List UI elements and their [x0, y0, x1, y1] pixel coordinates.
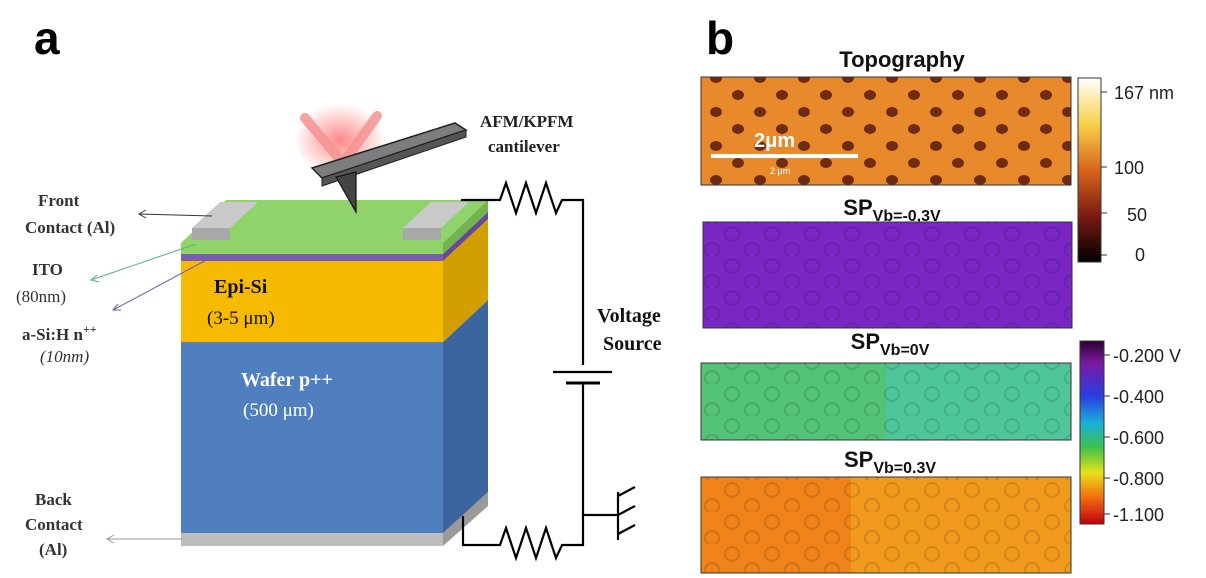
topography-colorbar [1077, 77, 1102, 263]
topo-tick-0: 0 [1135, 245, 1145, 265]
wafer-layer [181, 342, 443, 533]
epi-si-thickness: (3-5 μm) [207, 308, 275, 329]
back-contact-label-3: (Al) [39, 540, 67, 559]
bottom-wire [461, 513, 618, 562]
wafer-side [443, 300, 488, 533]
a-si-layer [181, 254, 443, 261]
a-si-thickness-label: (10nm) [40, 347, 89, 366]
ito-side [443, 200, 488, 254]
top-wire [461, 179, 585, 365]
a-si-arrow [112, 256, 213, 311]
scale-bar-label: 2μm [754, 130, 795, 152]
sp-tick-0: -0.200 V [1113, 346, 1181, 366]
laser-beam-left [300, 113, 348, 168]
ito-thickness-label: (80nm) [16, 287, 66, 306]
topo-tick-50: 50 [1127, 205, 1147, 225]
panel-a-label: a [34, 12, 60, 64]
back-contact-label-2: Contact [25, 515, 83, 534]
wafer-label: Wafer p++ [241, 369, 333, 391]
ito-label: ITO [32, 260, 63, 279]
ito-front-layer [181, 243, 443, 254]
scale-bar-small-label: 2 μm [770, 166, 790, 176]
sp-tick-4: -1.100 [1113, 505, 1164, 525]
sp-title-pos: SPVb=0.3V [844, 447, 936, 477]
front-contact-label-2: Contact (Al) [25, 218, 115, 237]
epi-si-layer [181, 261, 443, 342]
back-contact-layer [181, 533, 443, 546]
solar-cell-device [181, 200, 488, 546]
sp-title-zero: SPVb=0V [851, 329, 930, 359]
front-contact-arrowhead [137, 209, 147, 219]
cantilever-label-1: AFM/KPFM [480, 112, 573, 131]
front-contact-label-1: Front [38, 191, 80, 210]
sp-colorbar-ticks [1104, 354, 1110, 515]
epi-si-side [443, 219, 488, 342]
epi-si-label: Epi-Si [214, 276, 268, 298]
afm-cantilever [310, 122, 468, 215]
voltage-source-label-2: Source [603, 333, 662, 355]
back-contact-label-1: Back [35, 490, 72, 509]
ito-arrowhead [89, 274, 100, 283]
topography-title: Topography [839, 47, 965, 72]
a-si-side [443, 212, 488, 261]
sp-colorbar [1079, 340, 1105, 525]
wafer-thickness: (500 μm) [243, 400, 314, 421]
topo-tick-167: 167 nm [1114, 83, 1174, 103]
panel-b-label: b [706, 12, 734, 64]
sp-map-positive-bias [700, 476, 1072, 574]
voltage-source-label-1: Voltage [597, 305, 661, 327]
front-contact-right-front [403, 228, 441, 240]
sp-map-zero-bias [700, 362, 1072, 441]
topo-tick-100: 100 [1114, 158, 1144, 178]
front-contact-left-front [192, 228, 230, 240]
front-contact-right-top [403, 202, 469, 228]
back-contact-side [443, 492, 488, 546]
back-contact-arrowhead [105, 534, 115, 544]
a-si-arrowhead [111, 303, 121, 311]
front-contact-left-top [192, 202, 258, 228]
front-contact-arrow [138, 213, 213, 217]
measurement-circuit [461, 179, 636, 562]
sp-title-neg: SPVb=-0,3V [843, 195, 941, 225]
topography-colorbar-ticks [1101, 91, 1107, 256]
sp-tick-3: -0.800 [1113, 469, 1164, 489]
ito-arrow [90, 243, 197, 281]
sp-map-negative-bias [702, 221, 1073, 329]
topography-map [700, 76, 1072, 186]
sp-tick-1: -0.400 [1113, 387, 1164, 407]
cantilever-label-2: cantilever [488, 137, 560, 156]
a-si-label: a-Si:H n++ [22, 322, 97, 344]
laser-beam-right [338, 111, 382, 168]
sp-tick-2: -0.600 [1113, 428, 1164, 448]
